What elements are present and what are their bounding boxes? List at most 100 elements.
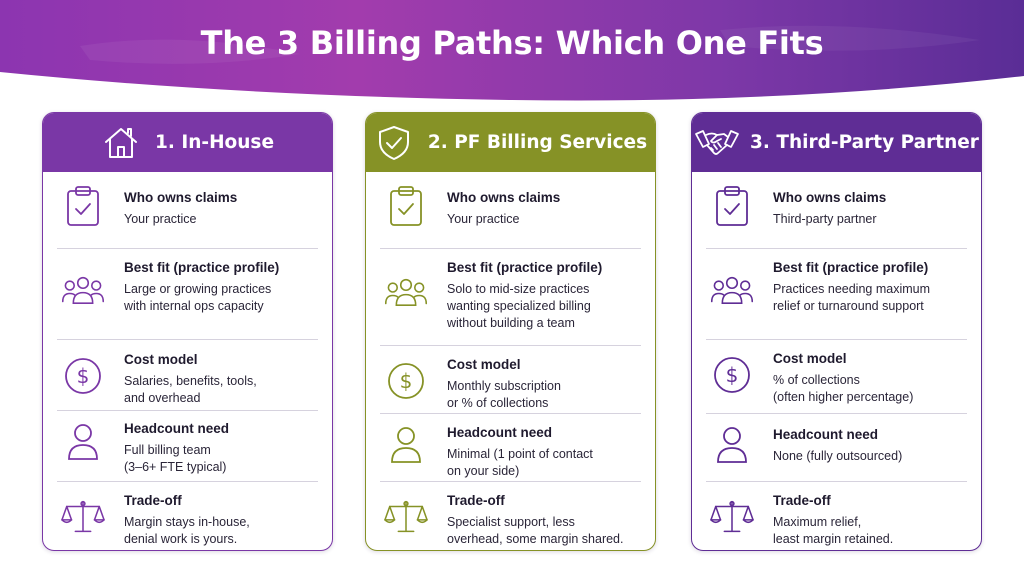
row-value: Specialist support, less overhead, some m…: [447, 514, 645, 548]
row-value: Margin stays in-house,denial work is you…: [124, 514, 322, 548]
row-text: Cost model% of collections(often higher …: [773, 351, 971, 406]
clipboard-check-icon: [61, 184, 105, 228]
row-value-line: overhead, some margin shared.: [447, 532, 624, 546]
balance-scale-icon: [384, 495, 428, 539]
row-value: Monthly subscription or % of collections: [447, 378, 645, 412]
row-divider: [57, 410, 318, 411]
dollar-circle-icon: $: [710, 353, 754, 397]
row-label: Cost model: [447, 357, 521, 372]
page-title: The 3 Billing Paths: Which One Fits: [200, 24, 824, 62]
row-text: Best fit (practice profile)Solo to mid-s…: [447, 260, 645, 332]
svg-text:$: $: [400, 369, 413, 393]
row-value-line: Your practice: [124, 212, 197, 226]
person-icon: [710, 423, 754, 467]
row-value-line: without building a team: [447, 316, 575, 330]
row-divider: [57, 481, 318, 482]
card-title: 1. In-House: [155, 132, 274, 153]
row-value-line: or % of collections: [447, 396, 549, 410]
people-group-icon: [61, 268, 105, 312]
row-value: Practices needing maximum relief or turna…: [773, 281, 971, 315]
row-label: Who owns claims: [124, 190, 238, 205]
row-divider: [380, 345, 641, 346]
row-value: Your practice: [447, 211, 645, 228]
header-banner: [0, 0, 1024, 101]
dollar-circle-icon: $: [61, 354, 105, 398]
person-icon: [384, 423, 428, 467]
row-value-line: least margin retained.: [773, 532, 894, 546]
row-value-line: Your practice: [447, 212, 520, 226]
row-label: Who owns claims: [773, 190, 887, 205]
row-label: Best fit (practice profile): [124, 260, 280, 275]
row-value-line: denial work is yours.: [124, 532, 238, 546]
card-title: 3. Third-Party Partner: [750, 132, 979, 153]
row-value-line: (3–6+ FTE typical): [124, 460, 227, 474]
row-value-line: Solo to mid-size practices: [447, 282, 590, 296]
row-divider: [706, 413, 967, 414]
row-text: Best fit (practice profile)Practices nee…: [773, 260, 971, 315]
card-header: 1. In-House: [43, 113, 332, 172]
row-value: Maximum relief,least margin retained.: [773, 514, 971, 548]
row-value: Full billing team(3–6+ FTE typical): [124, 442, 322, 476]
row-value: Third-party partner: [773, 211, 971, 228]
row-value-line: Salaries, benefits, tools,: [124, 374, 257, 388]
handshake-icon: [694, 123, 740, 163]
row-value-line: Practices needing maximum: [773, 282, 931, 296]
row-divider: [706, 481, 967, 482]
row-value-line: relief or turnaround support: [773, 299, 924, 313]
row-value-line: with internal ops capacity: [124, 299, 264, 313]
row-divider: [380, 248, 641, 249]
row-text: Best fit (practice profile) Large or grow…: [124, 260, 322, 315]
row-value: None (fully outsourced): [773, 448, 971, 465]
row-divider: [380, 481, 641, 482]
card-header: 2. PF Billing Services: [366, 113, 655, 172]
card-row: $ Cost model% of collections(often higher…: [692, 339, 981, 413]
row-divider: [380, 413, 641, 414]
row-value-line: Large or growing practices: [124, 282, 272, 296]
row-value-line: None (fully outsourced): [773, 449, 903, 463]
clipboard-check-icon: [384, 184, 428, 228]
person-icon: [61, 420, 105, 464]
row-value-line: (often higher percentage): [773, 390, 914, 404]
balance-scale-icon: [710, 495, 754, 539]
people-group-icon: [384, 270, 428, 314]
row-label: Headcount need: [447, 425, 553, 440]
row-value: Large or growing practices with internal …: [124, 281, 322, 315]
people-group-icon: [710, 268, 754, 312]
row-value: % of collections (often higher percentage…: [773, 372, 971, 406]
row-value-line: Monthly subscription: [447, 379, 561, 393]
row-label: Trade-off: [773, 493, 831, 508]
row-value-line: Specialist support, less: [447, 515, 575, 529]
row-label: Who owns claims: [447, 190, 561, 205]
svg-text:$: $: [726, 363, 739, 387]
card-row: Best fit (practice profile)Practices nee…: [692, 248, 981, 339]
row-label: Headcount need: [773, 427, 879, 442]
card-header: 3. Third-Party Partner: [692, 113, 981, 172]
card-row: Best fit (practice profile)Solo to mid-s…: [366, 248, 655, 345]
row-label: Trade-off: [124, 493, 182, 508]
card-row: Best fit (practice profile) Large or grow…: [43, 248, 332, 339]
row-value-line: % of collections: [773, 373, 860, 387]
row-label: Cost model: [124, 352, 198, 367]
